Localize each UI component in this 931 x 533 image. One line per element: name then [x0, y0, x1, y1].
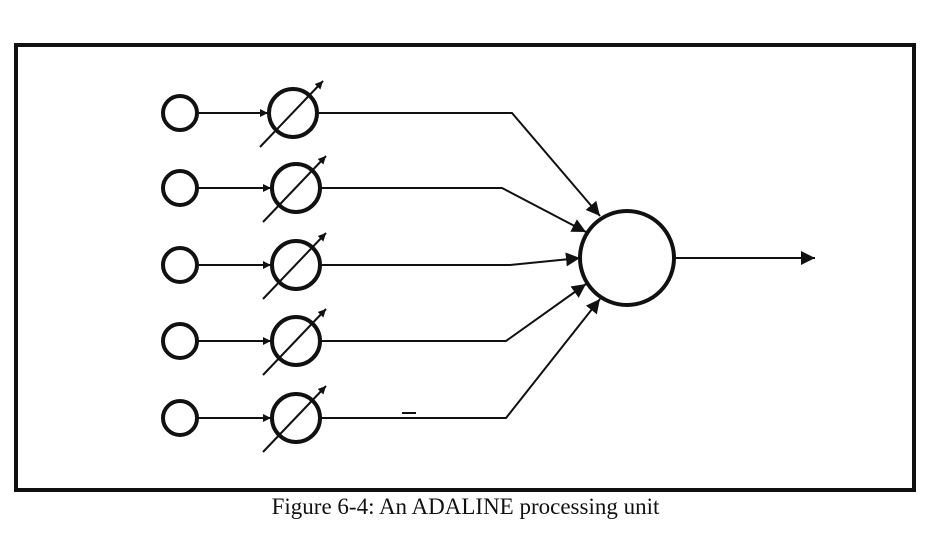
input-branch-3	[161, 232, 581, 300]
weight-adjust-arrow-5	[262, 385, 327, 453]
weight-adjust-arrow-1	[259, 80, 324, 148]
weighted-connection-3	[320, 252, 581, 267]
input-node-5	[161, 399, 199, 437]
input-branch-4	[161, 283, 587, 376]
input-node-4	[161, 322, 199, 360]
weighted-connection-5	[320, 298, 601, 419]
input-node-2	[161, 169, 199, 207]
weight-adjust-arrow-3	[262, 232, 327, 300]
input-node-1	[161, 94, 199, 132]
figure-frame	[14, 43, 916, 492]
weighted-connection-2	[320, 187, 587, 233]
weight-adjust-arrow-4	[262, 308, 327, 376]
figure-caption: Figure 6-4: An ADALINE processing unit	[271, 494, 660, 519]
input-branch-5	[161, 298, 601, 453]
weighted-connection-4	[320, 283, 587, 342]
input-node-3	[161, 246, 199, 284]
input-branch-1	[161, 80, 601, 217]
processing-unit-node	[578, 209, 676, 307]
weight-adjust-arrow-2	[262, 155, 327, 223]
input-branch-2	[161, 155, 587, 233]
weighted-connection-1	[317, 112, 601, 217]
input-branches	[161, 80, 601, 453]
